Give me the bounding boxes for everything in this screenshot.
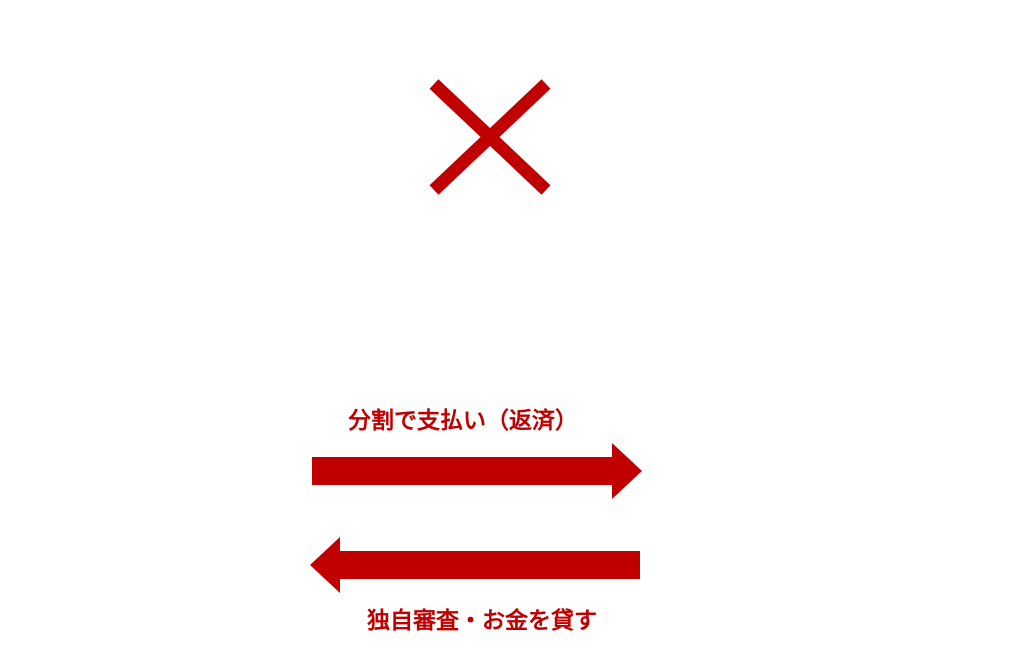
- cross-stroke-2: [429, 79, 551, 195]
- arrow-left-shape: [310, 537, 640, 593]
- arrow-right-shape: [312, 443, 642, 499]
- cross-icon: [429, 79, 551, 195]
- lending-label: 独自審査・お金を貸す: [367, 607, 597, 634]
- arrow-right-icon: [312, 443, 642, 499]
- arrow-left-icon: [310, 537, 640, 593]
- repayment-label: 分割で支払い（返済）: [348, 407, 578, 434]
